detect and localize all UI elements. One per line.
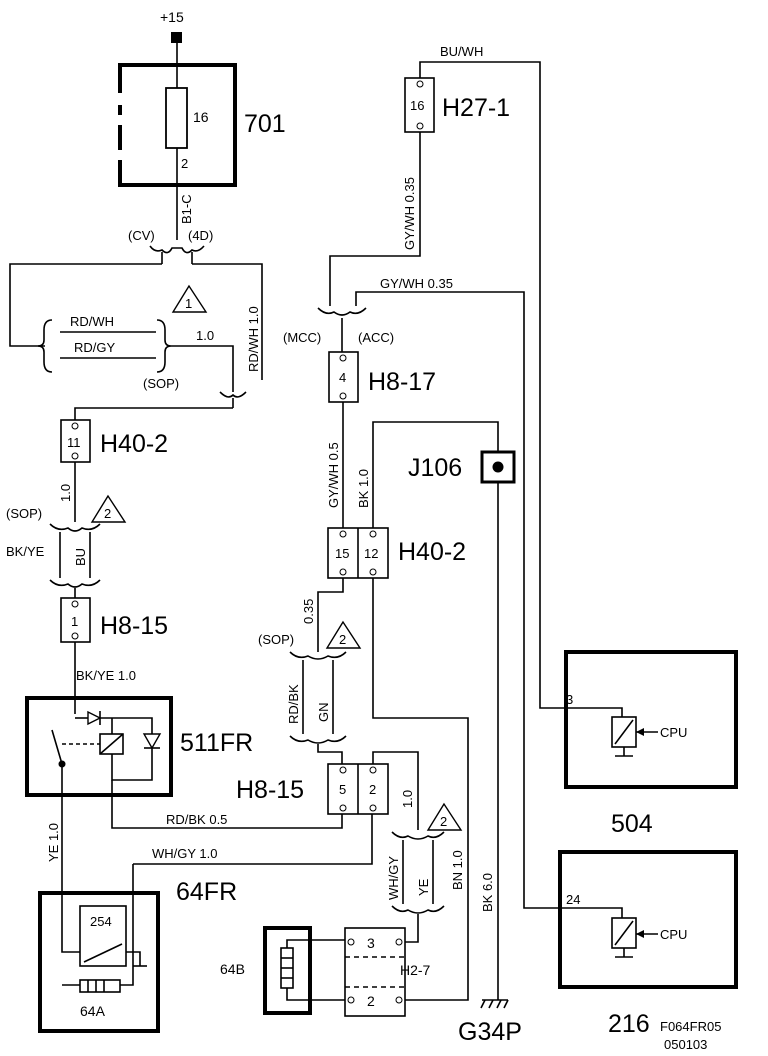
connector-h40-2-right-label: H40-2 [398,538,466,566]
wire-gauge-0-35: 0.35 [301,599,316,624]
ecu-216-cpu: CPU [660,927,687,942]
wire-bkye: BK/YE [6,544,45,559]
wire-b1c: B1-C [179,194,194,224]
ground-g34p-label: G34P [458,1018,522,1046]
wire-rdwh-1-0: RD/WH 1.0 [246,306,261,372]
ecu-504-pin: 3 [566,692,573,707]
wire-bu: BU [73,548,88,566]
wire-gauge-1-0-b: 1.0 [58,484,73,502]
option-4d: (4D) [188,228,213,243]
connector-h2-7-label: H2-7 [400,962,431,978]
note-triangle-2b [325,620,362,649]
wire-gywh-0-35-vertical: GY/WH 0.35 [402,177,417,250]
note-triangle-2a [90,494,127,523]
pin-12: 12 [364,546,378,561]
note-number-2b: 2 [339,632,346,647]
connector-h40-2-left-label: H40-2 [100,430,168,458]
relay-511fr-label: 511FR [180,729,253,757]
fuse-box-701: 16 2 701 [118,63,286,187]
wire-bk-1-0: BK 1.0 [356,469,371,508]
connector-h40-2-left: 11 H40-2 [60,419,168,463]
pin-16: 16 [410,98,424,113]
note-triangle-2c [426,802,463,831]
pin-1: 1 [71,614,78,629]
connector-h8-15-lower-label: H8-15 [236,776,304,804]
fuse-box-id: 701 [244,110,286,138]
ecu-216: 24 CPU 216 [558,850,738,1038]
option-mcc: (MCC) [283,330,321,345]
note-number-1: 1 [185,296,192,311]
wire-gywh-0-5: GY/WH 0.5 [326,442,341,508]
fuse-16 [165,87,188,149]
seat-switch-64b: 64B [220,926,345,1015]
wire-rdbk: RD/BK [286,684,301,724]
fuse-number: 16 [193,109,209,125]
note-number-2c: 2 [440,814,447,829]
option-cv: (CV) [128,228,155,243]
diagram-code: F064FR05 [660,1019,721,1034]
diagram-date: 050103 [664,1037,707,1052]
wire-ye: YE [416,878,431,896]
wire-rdwh: RD/WH [70,314,114,329]
connector-h2-7: 3 2 H2-7 [344,927,431,1017]
wire-gauge-1-0-c: 1.0 [400,790,415,808]
heater-unit-64fr: 254 64A 64FR [38,878,237,1033]
connector-h40-2-right: 15 12 H40-2 [327,527,466,579]
connector-h8-15-upper-label: H8-15 [100,612,168,640]
pin-15: 15 [335,546,349,561]
seat-switch-64b-label: 64B [220,961,245,977]
heater-element-254 [79,905,127,967]
note-number-2a: 2 [104,506,111,521]
splice-j106: J106 [408,450,516,484]
connector-h8-17: 4 H8-17 [328,351,436,403]
connector-h8-17-label: H8-17 [368,368,436,396]
wire-whgy: WH/GY [386,856,401,900]
option-sop-a: (SOP) [143,376,179,391]
note-triangle-1 [171,284,208,313]
pin-3-h2-7: 3 [367,935,375,951]
supply-terminal [171,32,182,43]
pin-2-lower: 2 [369,782,376,797]
connector-h27-1-label: H27-1 [442,94,510,122]
ecu-216-label: 216 [608,1010,650,1038]
heater-element-label: 254 [90,914,112,929]
wire-ye-1-0: YE 1.0 [46,823,61,862]
wire-gywh-0-35-horizontal: GY/WH 0.35 [380,276,453,291]
connector-h27-1: 16 H27-1 [404,77,510,133]
sensor-64a-label: 64A [80,1003,106,1019]
wire-rdgy: RD/GY [74,340,116,355]
ecu-504: 3 CPU 504 [564,650,738,838]
wire-gauge-1-0-a: 1.0 [196,328,214,343]
ecu-504-cpu: CPU [660,725,687,740]
pin-2-h2-7: 2 [367,993,375,1009]
wire-buwh: BU/WH [440,44,483,59]
pin-11: 11 [67,435,81,450]
fuse-pin: 2 [181,156,188,171]
ground-g34p: G34P [458,999,522,1046]
wire-bkye-1-0: BK/YE 1.0 [76,668,136,683]
supply-label: +15 [160,9,184,25]
option-acc: (ACC) [358,330,394,345]
wire-bk-6-0: BK 6.0 [480,873,495,912]
relay-511fr: 511FR [25,696,253,797]
wire-whgy-1-0: WH/GY 1.0 [152,846,218,861]
wire-gn: GN [316,703,331,723]
connector-h8-15-upper: 1 H8-15 [60,597,168,643]
wire-rdbk-0-5: RD/BK 0.5 [166,812,227,827]
connector-h8-15-lower: 5 2 H8-15 [236,763,389,815]
pin-5: 5 [339,782,346,797]
wire-bn-1-0: BN 1.0 [450,850,465,890]
ecu-216-pin: 24 [566,892,580,907]
option-sop-c: (SOP) [258,632,294,647]
splice-j106-label: J106 [408,454,462,482]
pin-4: 4 [339,370,346,385]
ecu-504-label: 504 [611,810,653,838]
heater-unit-64fr-label: 64FR [176,878,237,906]
option-sop-b: (SOP) [6,506,42,521]
